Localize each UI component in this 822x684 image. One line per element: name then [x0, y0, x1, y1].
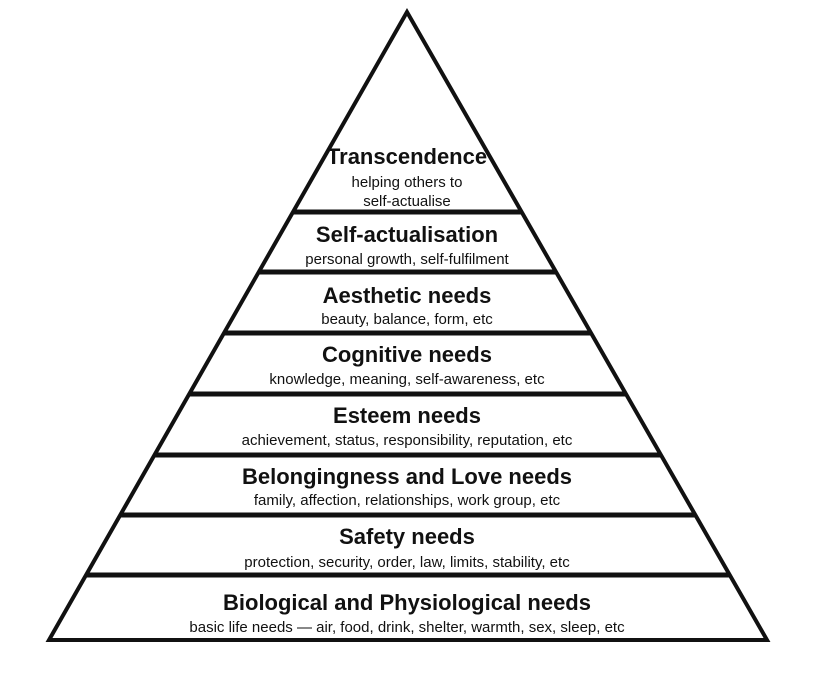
pyramid-tier: Transcendence helping others to self-actua… [327, 144, 487, 210]
pyramid-outline [45, 7, 771, 642]
pyramid-tier: Aesthetic needs beauty, balance, form, et… [321, 283, 493, 328]
tier-title: Aesthetic needs [323, 283, 492, 308]
pyramid-tier: Cognitive needs knowledge, meaning, self-… [269, 342, 545, 388]
tier-title: Transcendence [327, 144, 487, 169]
tier-subtitle: achievement, status, responsibility, rep… [242, 432, 573, 449]
pyramid-tier: Safety needs protection, security, order,… [244, 524, 570, 571]
tier-subtitle: basic life needs — air, food, drink, she… [189, 619, 625, 636]
tier-subtitle: protection, security, order, law, limits… [244, 554, 570, 571]
tier-title: Esteem needs [333, 403, 481, 428]
pyramid-tier: Belongingness and Love needs family, affe… [242, 464, 572, 509]
tier-subtitle: personal growth, self-fulfilment [305, 251, 509, 268]
tier-labels: Transcendence helping others to self-actua… [189, 144, 625, 636]
tier-title: Safety needs [339, 524, 475, 549]
tier-title: Belongingness and Love needs [242, 464, 572, 489]
tier-title: Self-actualisation [316, 222, 498, 247]
tier-title: Cognitive needs [322, 342, 492, 367]
tier-title: Biological and Physiological needs [223, 590, 591, 615]
tier-subtitle: family, affection, relationships, work g… [254, 492, 561, 509]
tier-dividers [86, 209, 730, 578]
tier-subtitle: beauty, balance, form, etc [321, 311, 493, 328]
tier-subtitle: helping others to [352, 174, 463, 191]
pyramid-tier: Self-actualisation personal growth, self-… [305, 222, 509, 268]
tier-subtitle: self-actualise [363, 193, 451, 210]
pyramid-tier: Biological and Physiological needs basic … [189, 590, 625, 636]
pyramid-tier: Esteem needs achievement, status, respons… [242, 403, 573, 449]
tier-subtitle: knowledge, meaning, self-awareness, etc [269, 371, 545, 388]
